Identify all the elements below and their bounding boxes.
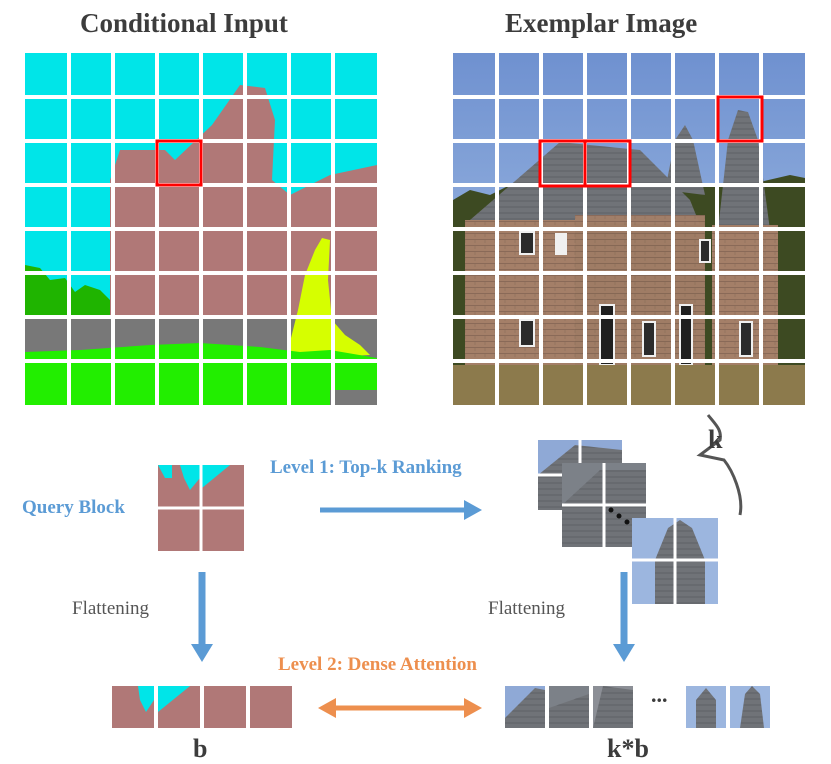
query-highlight-box bbox=[155, 139, 203, 187]
topk-block-2 bbox=[562, 463, 646, 547]
level1-label: Level 1: Top-k Ranking bbox=[270, 457, 462, 478]
conditional-input-map bbox=[25, 53, 377, 405]
flatten-arrow-left bbox=[191, 572, 213, 662]
match-box-3 bbox=[716, 95, 764, 143]
topk-block-3 bbox=[632, 518, 718, 604]
conditional-input-title: Conditional Input bbox=[80, 8, 288, 38]
exemplar-image-title: Exemplar Image bbox=[505, 8, 698, 38]
grid-lines-right bbox=[453, 53, 805, 405]
flattening-left-label: Flattening bbox=[72, 598, 150, 619]
query-block bbox=[158, 465, 244, 551]
chimney-region bbox=[288, 238, 370, 358]
match-box-2 bbox=[583, 139, 632, 188]
topk-dots bbox=[608, 507, 630, 525]
flatten-arrow-right bbox=[613, 572, 635, 662]
level2-label: Level 2: Dense Attention bbox=[278, 654, 477, 675]
exemplar-photo bbox=[453, 53, 805, 405]
topk-stack bbox=[538, 440, 718, 604]
level1-arrow bbox=[320, 500, 482, 520]
flattened-kb-row bbox=[505, 686, 770, 728]
b-label: b bbox=[193, 734, 208, 763]
gray-corner bbox=[330, 390, 377, 405]
k-brace bbox=[696, 414, 743, 516]
level2-arrow bbox=[318, 698, 482, 718]
ellipsis-label: ... bbox=[651, 682, 668, 707]
flattened-query-row bbox=[112, 686, 292, 728]
k-label: k bbox=[708, 425, 723, 454]
query-block-label: Query Block bbox=[22, 497, 125, 518]
flattening-right-label: Flattening bbox=[488, 598, 566, 619]
kb-label: k*b bbox=[607, 734, 649, 763]
